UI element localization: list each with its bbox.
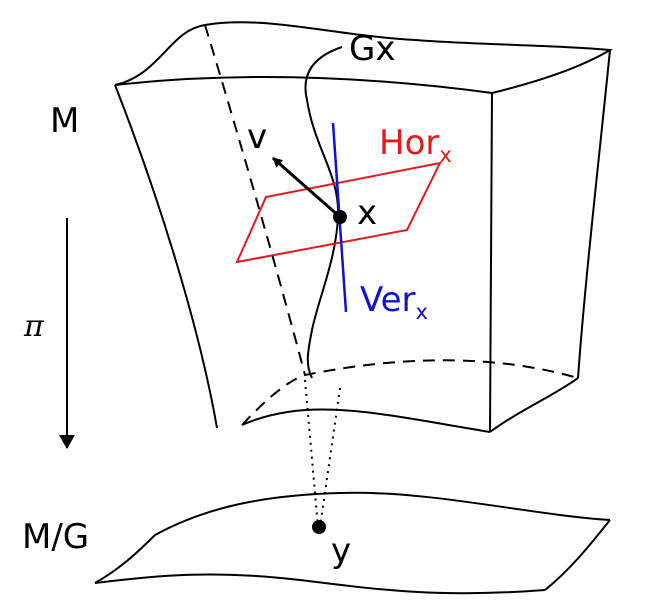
- label-point-x: x: [357, 193, 377, 233]
- label-projection: π: [23, 309, 45, 344]
- block-front-right-edge: [489, 92, 493, 433]
- projection-dotted-right: [319, 387, 341, 528]
- hidden-edges: [204, 24, 579, 426]
- hidden-vertical-edge: [204, 24, 306, 376]
- quotient-bottom-edge: [94, 573, 546, 595]
- label-quotient-space: M/G: [22, 517, 89, 557]
- point-y-dot: [312, 520, 326, 534]
- block-front-bottom-edge: [241, 408, 491, 433]
- label-total-space: M: [50, 101, 79, 141]
- label-vertical-main: Ver: [360, 280, 416, 320]
- block-right-bottom-edge: [489, 377, 579, 433]
- quotient-surface: [94, 491, 611, 595]
- horizontal-plane: [235, 161, 442, 264]
- block-top-surface: [114, 21, 614, 94]
- label-orbit: Gx: [349, 29, 395, 69]
- label-horizontal-sub: x: [439, 143, 451, 167]
- total-space-block: [114, 21, 614, 433]
- quotient-top-edge: [154, 491, 611, 536]
- projection-dotted-lines: [304, 379, 341, 528]
- quotient-right-edge: [544, 519, 611, 591]
- label-vertical-sub: x: [416, 300, 428, 324]
- quotient-left-edge: [94, 534, 156, 584]
- label-vector-v: v: [247, 117, 267, 157]
- label-horizontal: Horx: [379, 123, 452, 167]
- label-horizontal-main: Hor: [379, 123, 439, 163]
- block-right-back-edge: [577, 49, 611, 379]
- block-front-left-edge: [114, 84, 218, 429]
- projection-dotted-left: [304, 379, 319, 528]
- hidden-bottom-edge: [241, 359, 579, 426]
- label-point-y: y: [331, 531, 351, 571]
- label-vertical: Verx: [360, 280, 428, 324]
- vector-v-arrow: [272, 156, 341, 219]
- block-front-top-edge: [114, 76, 493, 94]
- point-x-dot: [333, 210, 347, 224]
